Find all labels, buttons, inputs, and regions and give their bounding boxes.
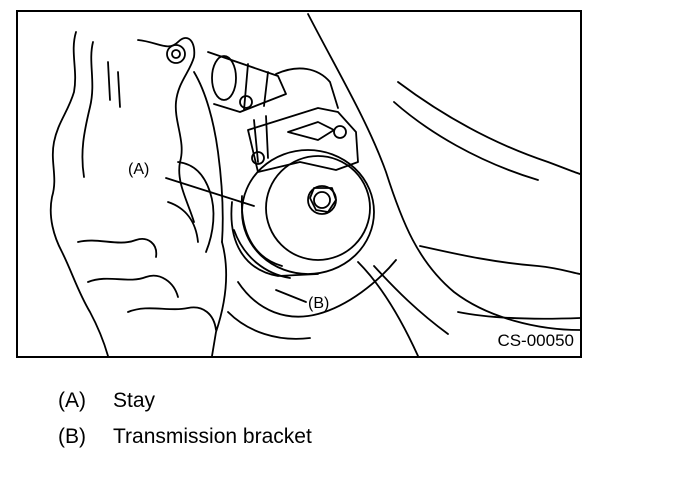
legend-key: (B) [58, 425, 86, 448]
body-panel-curves [307, 13, 580, 331]
legend-text: Stay [113, 389, 156, 412]
engine-mount-cushion [230, 149, 375, 279]
legend-key: (A) [58, 389, 86, 412]
illustration-frame: (A) (B) CS-00050 [16, 10, 582, 358]
callout-a-label: (A) [128, 161, 149, 178]
engine-mount-drawing: (A) (B) [49, 13, 580, 356]
upper-shaft-assembly [207, 51, 339, 163]
legend-text: Transmission bracket [113, 425, 312, 448]
callout-b-leader [275, 289, 307, 303]
stay-bracket-plate [247, 107, 359, 173]
transmission-bracket-lines [227, 259, 449, 356]
figure-code: CS-00050 [497, 331, 574, 350]
transmission-housing-outline [49, 31, 228, 356]
callout-b-label: (B) [308, 295, 329, 312]
callout-a-leader [165, 177, 255, 207]
